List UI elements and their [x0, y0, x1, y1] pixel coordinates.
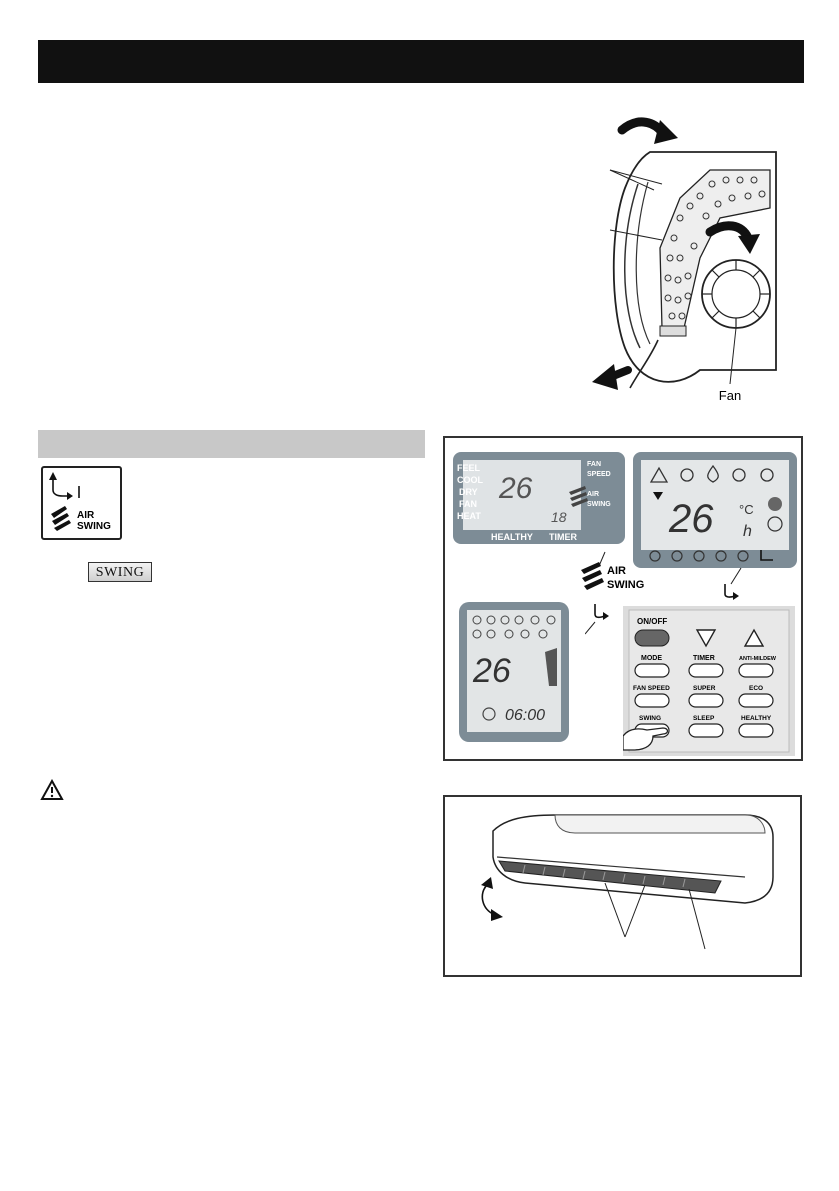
lcd2-swing-callout	[724, 567, 742, 600]
airflow-diagram: Fan	[592, 117, 777, 403]
air-swing-callout-line1: AIR	[607, 565, 626, 577]
lcd2-dry-icon	[707, 464, 719, 483]
lcd3-clock: 06:00	[505, 707, 545, 724]
button-label-sleep: SLEEP	[693, 715, 715, 722]
fan-speed-button[interactable]	[634, 693, 670, 708]
lcd3-clock-icon	[482, 707, 496, 721]
timer-button[interactable]	[688, 663, 724, 678]
button-label-healthy: HEALTHY	[741, 715, 772, 722]
lcd1-label-swing: SWING	[587, 501, 611, 508]
air-swing-callout-line2: SWING	[607, 579, 644, 591]
button-label-anti-mildew: ANTI-MILDEW	[739, 656, 777, 662]
lcd2-fan-icon	[732, 468, 746, 482]
lcd1-label-healthy: HEALTHY	[491, 532, 533, 542]
temp-up-button[interactable]	[743, 628, 765, 647]
remote-keypad: ON/OFF MODE TIMER ANTI-MILDEW FAN SPEED …	[623, 606, 795, 756]
super-button[interactable]	[688, 693, 724, 708]
lcd1-label-fan: FAN	[587, 461, 601, 468]
lcd1-timer: 18	[551, 509, 567, 525]
lcd1-mode-fan: FAN	[459, 499, 477, 509]
indoor-unit-illustration	[481, 814, 774, 950]
lcd2-sun-icon	[760, 468, 774, 482]
louver-flap	[629, 339, 659, 389]
remote-lcd-1: FEEL COOL DRY FAN HEAT 26 18 FAN SPEED A…	[453, 452, 625, 544]
button-label-on-off: ON/OFF	[637, 617, 667, 626]
air-swing-callout: AIR SWING	[581, 551, 644, 591]
fan-label: Fan	[719, 388, 741, 403]
louver-vents	[498, 860, 722, 894]
lcd2-cool-icon	[649, 466, 669, 483]
lcd1-mode-dry: DRY	[459, 487, 478, 497]
button-label-super: SUPER	[693, 685, 716, 692]
warning-icon	[40, 779, 64, 800]
remote-control-figure: FEEL COOL DRY FAN HEAT 26 18 FAN SPEED A…	[443, 436, 803, 761]
lcd2-clock-icon	[767, 516, 783, 532]
air-swing-line1: AIR	[77, 510, 95, 521]
lcd1-label-air: AIR	[587, 491, 599, 498]
indoor-unit-figure	[443, 795, 802, 977]
lcd2-temp: 26	[668, 497, 714, 541]
remote-lcd-3: 26 06:00	[459, 602, 569, 742]
swing-symbol-icon: AIR SWING	[49, 472, 111, 532]
air-swing-callout-icon	[581, 562, 604, 590]
anti-mildew-button[interactable]	[738, 663, 774, 678]
button-label-fan-speed: FAN SPEED	[633, 685, 670, 692]
mode-button[interactable]	[634, 663, 670, 678]
lcd1-mode-feel: FEEL	[457, 463, 481, 473]
pointing-hand-icon	[623, 727, 669, 751]
lcd1-mode-heat: HEAT	[457, 511, 481, 521]
lcd3-temp: 26	[472, 652, 511, 690]
button-label-mode: MODE	[641, 655, 662, 662]
button-label-eco: ECO	[749, 685, 763, 692]
lcd2-swing-icon	[760, 550, 773, 561]
lcd1-label-speed: SPEED	[587, 471, 611, 478]
lcd1-temp: 26	[498, 472, 533, 505]
lcd3-swing-callout	[585, 604, 609, 635]
lcd2-health-icon	[768, 497, 782, 511]
on-off-button[interactable]	[634, 629, 670, 647]
remote-lcd-2: 26 °C h	[633, 452, 797, 568]
header-bar	[38, 40, 804, 83]
eco-button[interactable]	[738, 693, 774, 708]
airflow-in-arrow	[617, 117, 667, 137]
button-label-timer: TIMER	[693, 655, 715, 662]
air-swing-line2: SWING	[77, 521, 111, 532]
lcd1-swing-icon	[569, 486, 588, 507]
lcd2-unit-hour: h	[743, 523, 752, 540]
air-swing-icon-box: AIR SWING	[41, 466, 122, 540]
lcd2-snow-icon	[680, 468, 694, 482]
healthy-button[interactable]	[738, 723, 774, 738]
button-label-swing: SWING	[639, 715, 661, 722]
sleep-button[interactable]	[688, 723, 724, 738]
lcd1-label-timer: TIMER	[549, 532, 577, 542]
lcd1-mode-cool: COOL	[457, 475, 484, 485]
internal-airflow-arrow	[705, 221, 753, 243]
air-swing-fan-icon	[51, 506, 71, 531]
swing-key-graphic: SWING	[88, 562, 152, 582]
lcd2-unit-celsius: °C	[739, 502, 754, 517]
section-heading-bar	[38, 430, 425, 458]
temp-down-button[interactable]	[695, 629, 717, 648]
